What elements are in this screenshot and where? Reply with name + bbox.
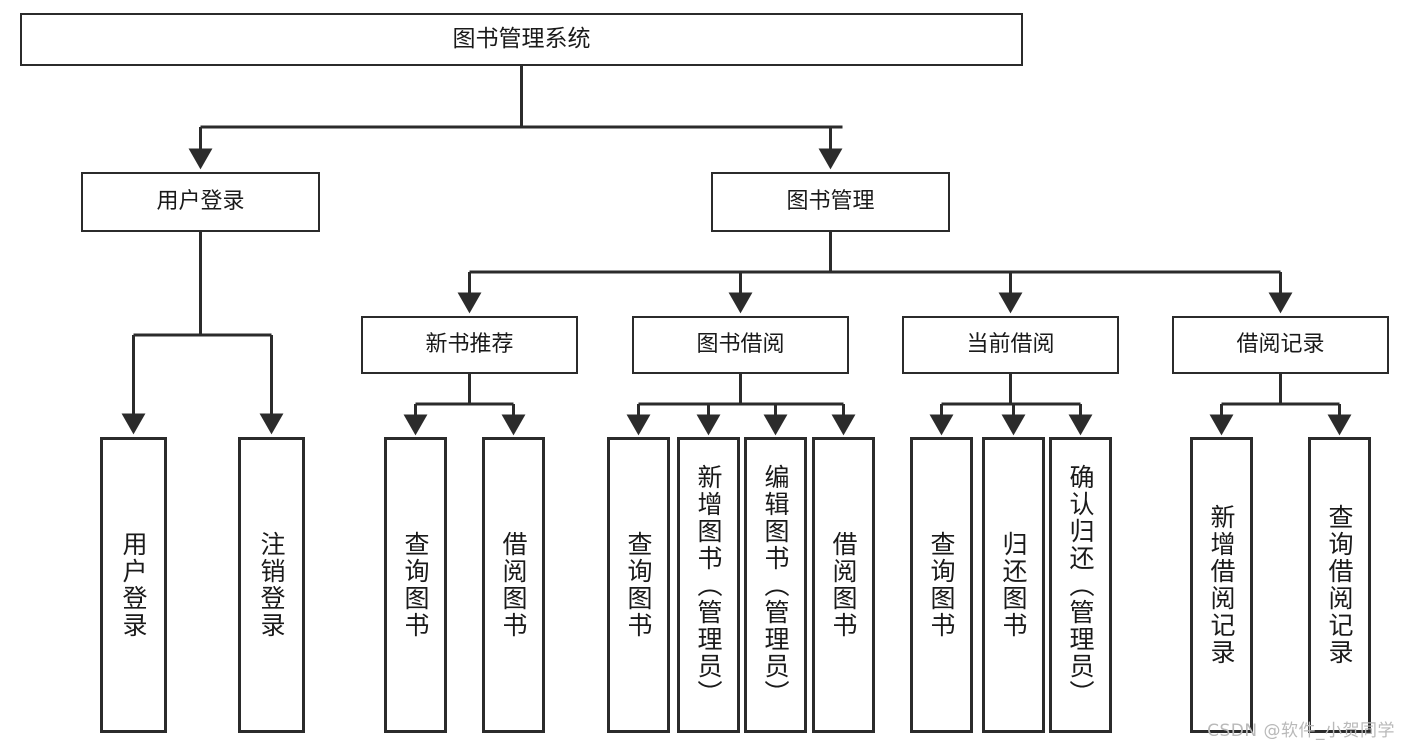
node-leaf-add-record[interactable]: 新增借阅记录 <box>1190 437 1253 733</box>
node-label: 新增图书（管理员） <box>694 463 723 707</box>
node-label: 图书借阅 <box>696 331 785 357</box>
node-leaf-query-book-2[interactable]: 查询图书 <box>607 437 670 733</box>
node-label: 编辑图书（管理员） <box>761 463 790 707</box>
node-user-login[interactable]: 用户登录 <box>81 172 320 232</box>
node-leaf-query-book-1[interactable]: 查询图书 <box>384 437 447 733</box>
node-leaf-logout[interactable]: 注销登录 <box>238 437 305 733</box>
node-label: 查询图书 <box>401 531 430 639</box>
node-label: 归还图书 <box>999 531 1028 639</box>
node-book-borrow[interactable]: 图书借阅 <box>632 316 849 374</box>
node-leaf-edit-book[interactable]: 编辑图书（管理员） <box>744 437 807 733</box>
node-label: 用户登录 <box>156 188 245 214</box>
node-leaf-borrow-book-2[interactable]: 借阅图书 <box>812 437 875 733</box>
node-leaf-add-book[interactable]: 新增图书（管理员） <box>677 437 740 733</box>
node-book-manage[interactable]: 图书管理 <box>711 172 950 232</box>
node-label: 查询图书 <box>927 531 956 639</box>
node-label: 图书管理 <box>786 188 875 214</box>
node-label: 用户登录 <box>119 531 148 639</box>
node-leaf-query-record[interactable]: 查询借阅记录 <box>1308 437 1371 733</box>
node-root-system[interactable]: 图书管理系统 <box>20 13 1023 66</box>
node-leaf-borrow-book-1[interactable]: 借阅图书 <box>482 437 545 733</box>
node-label: 查询借阅记录 <box>1325 504 1354 666</box>
node-new-book-recommend[interactable]: 新书推荐 <box>361 316 578 374</box>
node-label: 注销登录 <box>257 531 286 639</box>
node-leaf-query-book-3[interactable]: 查询图书 <box>910 437 973 733</box>
node-label: 新书推荐 <box>425 331 514 357</box>
node-label: 新增借阅记录 <box>1207 504 1236 666</box>
node-label: 当前借阅 <box>966 331 1055 357</box>
node-leaf-return-book[interactable]: 归还图书 <box>982 437 1045 733</box>
node-leaf-user-login[interactable]: 用户登录 <box>100 437 167 733</box>
node-label: 确认归还（管理员） <box>1066 463 1095 707</box>
node-current-borrow[interactable]: 当前借阅 <box>902 316 1119 374</box>
node-label: 借阅记录 <box>1236 331 1325 357</box>
node-label: 查询图书 <box>624 531 653 639</box>
node-label: 借阅图书 <box>499 531 528 639</box>
node-leaf-confirm-return[interactable]: 确认归还（管理员） <box>1049 437 1112 733</box>
node-label: 借阅图书 <box>829 531 858 639</box>
node-label: 图书管理系统 <box>452 25 591 52</box>
node-borrow-records[interactable]: 借阅记录 <box>1172 316 1389 374</box>
